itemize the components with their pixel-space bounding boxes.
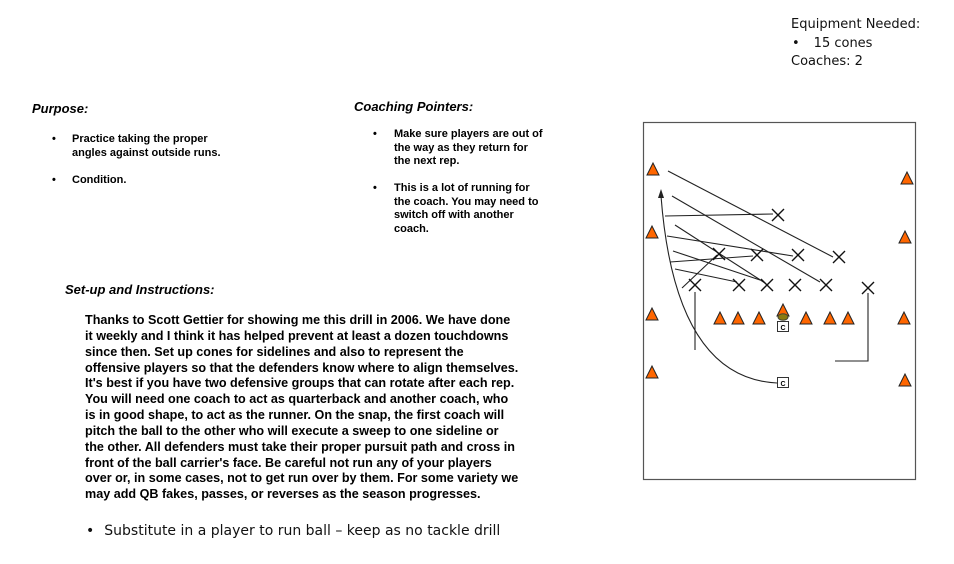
cone-icon [841, 310, 855, 325]
purpose-item-line: Condition. [72, 174, 127, 186]
coach-box [777, 321, 789, 332]
pursuit-line [666, 235, 794, 257]
coach-qb: C [777, 321, 789, 332]
runner-path [660, 195, 778, 384]
setup-instructions: Thanks to Scott Gettier for showing me t… [85, 313, 518, 503]
cone-icon [731, 310, 745, 325]
coach-label: C [780, 381, 785, 388]
note-text: Substitute in a player to run ball – kee… [104, 523, 501, 539]
pointer-line: This is a lot of running for [394, 182, 530, 194]
pursuit-line [669, 255, 754, 263]
purpose-item: Practice taking the proper angles agains… [72, 133, 221, 160]
pursuit-line [664, 213, 774, 217]
instruction-line: pitch the ball to the other who will exe… [85, 423, 499, 438]
cone-icon [799, 310, 813, 325]
pointer-line: the next rep. [394, 155, 460, 167]
bullet: • [86, 523, 95, 539]
cone-icon [898, 372, 912, 387]
cones [645, 161, 914, 387]
equipment-item: • 15 cones [791, 35, 920, 54]
coach-box [777, 377, 789, 388]
instruction-line: may add QB fakes, passes, or reverses as… [85, 487, 481, 502]
bullet: • [373, 182, 377, 194]
purpose-item-line: Practice taking the proper [72, 133, 208, 145]
pursuit-paths [660, 170, 869, 384]
instruction-line: the other. All defenders must take their… [85, 439, 515, 454]
equipment-item-text: 15 cones [813, 35, 873, 51]
instruction-line: It's best if you have two defensive grou… [85, 376, 515, 391]
purpose-item: Condition. [72, 174, 126, 188]
cone-icon [645, 306, 659, 321]
defender-x-icon [712, 247, 726, 261]
arrow-head-icon [658, 189, 664, 198]
coaching-pointers-heading: Coaching Pointers: [354, 99, 474, 114]
field-border [642, 121, 917, 481]
pursuit-line [674, 268, 738, 283]
cone-icon [823, 310, 837, 325]
coach-runner: C [777, 377, 789, 388]
pointer-item: Make sure players are out of the way as … [394, 128, 543, 169]
purpose-heading: Purpose: [32, 101, 89, 116]
pursuit-line [835, 293, 869, 362]
defender-x-icon [760, 278, 774, 292]
instruction-line: it weekly and I think it has helped prev… [85, 328, 509, 343]
defender-x-icon [771, 208, 785, 222]
coach-label: C [780, 325, 785, 332]
pointer-item: This is a lot of running for the coach. … [394, 182, 538, 236]
defender-x-icon [832, 250, 846, 264]
equipment-block: Equipment Needed: • 15 cones Coaches: 2 [791, 16, 920, 72]
bullet: • [792, 35, 800, 51]
instruction-line: since then. Set up cones for sidelines a… [85, 344, 464, 359]
coaches-count: Coaches: 2 [791, 54, 863, 69]
defender-x-icon [788, 278, 802, 292]
pointer-line: coach. [394, 222, 429, 235]
instruction-line: You will need one coach to act as quarte… [85, 392, 509, 407]
instruction-line: front of the ball carrier's face. Be car… [85, 455, 492, 470]
cone-icon [897, 310, 911, 325]
defender-x-icon [861, 281, 875, 295]
bullet: • [52, 133, 56, 145]
cone-icon [645, 224, 659, 239]
pursuit-line [674, 224, 766, 284]
defender-x-icon [688, 278, 702, 292]
pointer-line: switch off with another [394, 209, 514, 221]
bullet: • [52, 174, 56, 186]
pointer-line: Make sure players are out of [394, 128, 543, 140]
purpose-item-line: angles against outside runs. [72, 146, 221, 159]
cone-icon [645, 364, 659, 379]
cone-icon [752, 310, 766, 325]
equipment-heading: Equipment Needed: [791, 17, 921, 32]
instruction-line: Thanks to Scott Gettier for showing me t… [85, 313, 511, 327]
instruction-line: offensive players so that the defenders … [85, 360, 519, 375]
defenders [688, 208, 875, 295]
instruction-line: is in good shape, to act as the runner. … [85, 408, 505, 423]
defender-x-icon [732, 278, 746, 292]
instruction-line: over or, in some cases, not to get run o… [85, 471, 519, 486]
pursuit-line [672, 250, 761, 281]
setup-heading: Set-up and Instructions: [65, 282, 215, 297]
defender-x-icon [750, 248, 764, 262]
note-item: • Substitute in a player to run ball – ke… [86, 523, 500, 539]
bullet: • [373, 128, 377, 140]
cone-icon [713, 310, 727, 325]
pointer-line: the coach. You may need to [394, 195, 539, 208]
football-icon [777, 313, 789, 321]
defender-x-icon [819, 278, 833, 292]
cone-icon [898, 229, 912, 244]
pursuit-line [681, 254, 718, 289]
cone-icon [646, 161, 660, 176]
defender-x-icon [791, 248, 805, 262]
pointer-line: the way as they return for [394, 141, 528, 154]
pursuit-line [671, 195, 821, 283]
cone-icon [900, 170, 914, 185]
